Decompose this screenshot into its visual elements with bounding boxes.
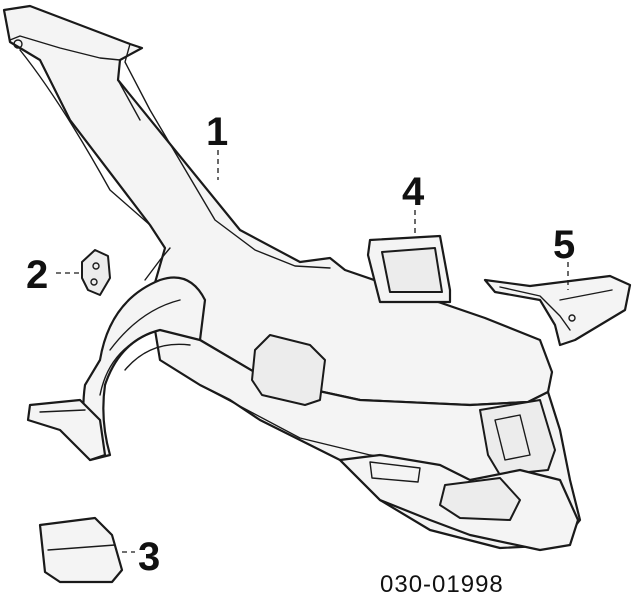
cover-plug — [38, 516, 135, 584]
bracket-part — [56, 249, 111, 296]
callout-3: 3 — [138, 535, 160, 579]
quarter-panel — [2, 4, 582, 552]
corner-bracket — [483, 262, 632, 347]
gasket-seal — [366, 210, 452, 304]
callout-2: 2 — [26, 253, 48, 297]
diagram-number: 030-01998 — [380, 571, 504, 598]
callout-4: 4 — [402, 170, 425, 214]
callout-1: 1 — [206, 110, 228, 154]
callout-5: 5 — [553, 223, 575, 267]
